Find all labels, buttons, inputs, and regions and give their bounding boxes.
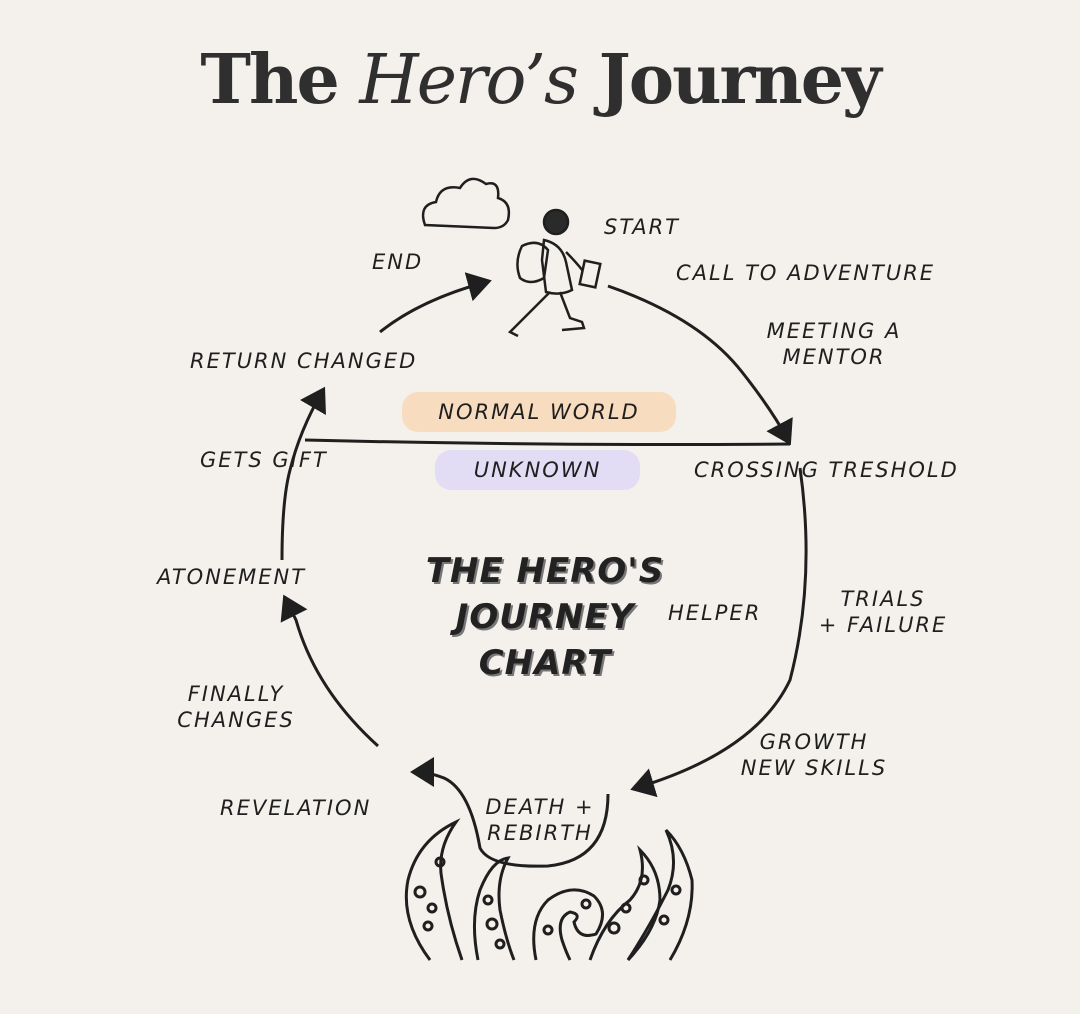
center-title-line1: THE HERO'S xyxy=(425,551,665,591)
label-gets-gift: GETS GIFT xyxy=(200,448,328,472)
title-part-the: The xyxy=(200,40,360,120)
arc-revelation-to-atonement xyxy=(280,594,380,748)
normal-world-zone: NORMAL WORLD xyxy=(402,392,676,432)
label-atonement: ATONEMENT xyxy=(157,565,307,589)
cloud-icon xyxy=(421,177,511,230)
center-title-line3: CHART xyxy=(478,643,612,683)
label-growth-line1: GROWTH xyxy=(759,730,869,754)
label-start: START xyxy=(604,215,681,239)
label-crossing-threshold: CROSSING TRESHOLD xyxy=(694,458,959,482)
world-divider-line xyxy=(304,438,791,446)
label-finally-changes: FINALLY CHANGES xyxy=(168,681,304,733)
arc-return-to-end xyxy=(379,272,492,334)
tentacles-icon xyxy=(404,818,694,962)
label-meeting-a-mentor: MEETING A MENTOR xyxy=(756,318,912,370)
arc-threshold-to-growth xyxy=(630,467,808,798)
center-chart-title: THE HERO'S JOURNEY CHART xyxy=(400,548,690,686)
hiker-icon xyxy=(507,208,602,338)
title-part-heros: Hero’s xyxy=(359,41,578,120)
label-call-to-adventure: CALL TO ADVENTURE xyxy=(676,261,936,285)
label-finally-changes-line2: CHANGES xyxy=(177,708,295,732)
unknown-zone: UNKNOWN xyxy=(435,450,640,490)
underworld-path xyxy=(410,757,610,868)
label-revelation: REVELATION xyxy=(220,796,372,820)
page-title: The Hero’s Journey xyxy=(0,40,1080,120)
label-helper: HELPER xyxy=(668,601,762,625)
title-part-journey: Journey xyxy=(576,40,882,120)
label-growth-new-skills: GROWTH NEW SKILLS xyxy=(728,729,900,781)
label-return-changed: RETURN CHANGED xyxy=(190,349,418,373)
label-death-rebirth-line2: REBIRTH xyxy=(487,821,593,845)
label-death-rebirth: DEATH + REBIRTH xyxy=(478,794,602,846)
label-death-rebirth-line1: DEATH + xyxy=(485,795,595,819)
label-trials-line2: + FAILURE xyxy=(818,613,948,637)
label-finally-changes-line1: FINALLY xyxy=(187,682,285,706)
arc-start-to-threshold xyxy=(607,284,793,446)
label-trials-line1: TRIALS xyxy=(840,587,926,611)
label-end: END xyxy=(372,250,424,274)
label-growth-line2: NEW SKILLS xyxy=(740,756,888,780)
center-title-line2: JOURNEY xyxy=(455,597,635,637)
label-trials-failure: TRIALS + FAILURE xyxy=(808,586,958,638)
label-meeting-a-mentor-line2: MENTOR xyxy=(782,345,886,369)
arc-atonement-to-gift xyxy=(280,386,326,561)
label-meeting-a-mentor-line1: MEETING A xyxy=(766,319,902,343)
